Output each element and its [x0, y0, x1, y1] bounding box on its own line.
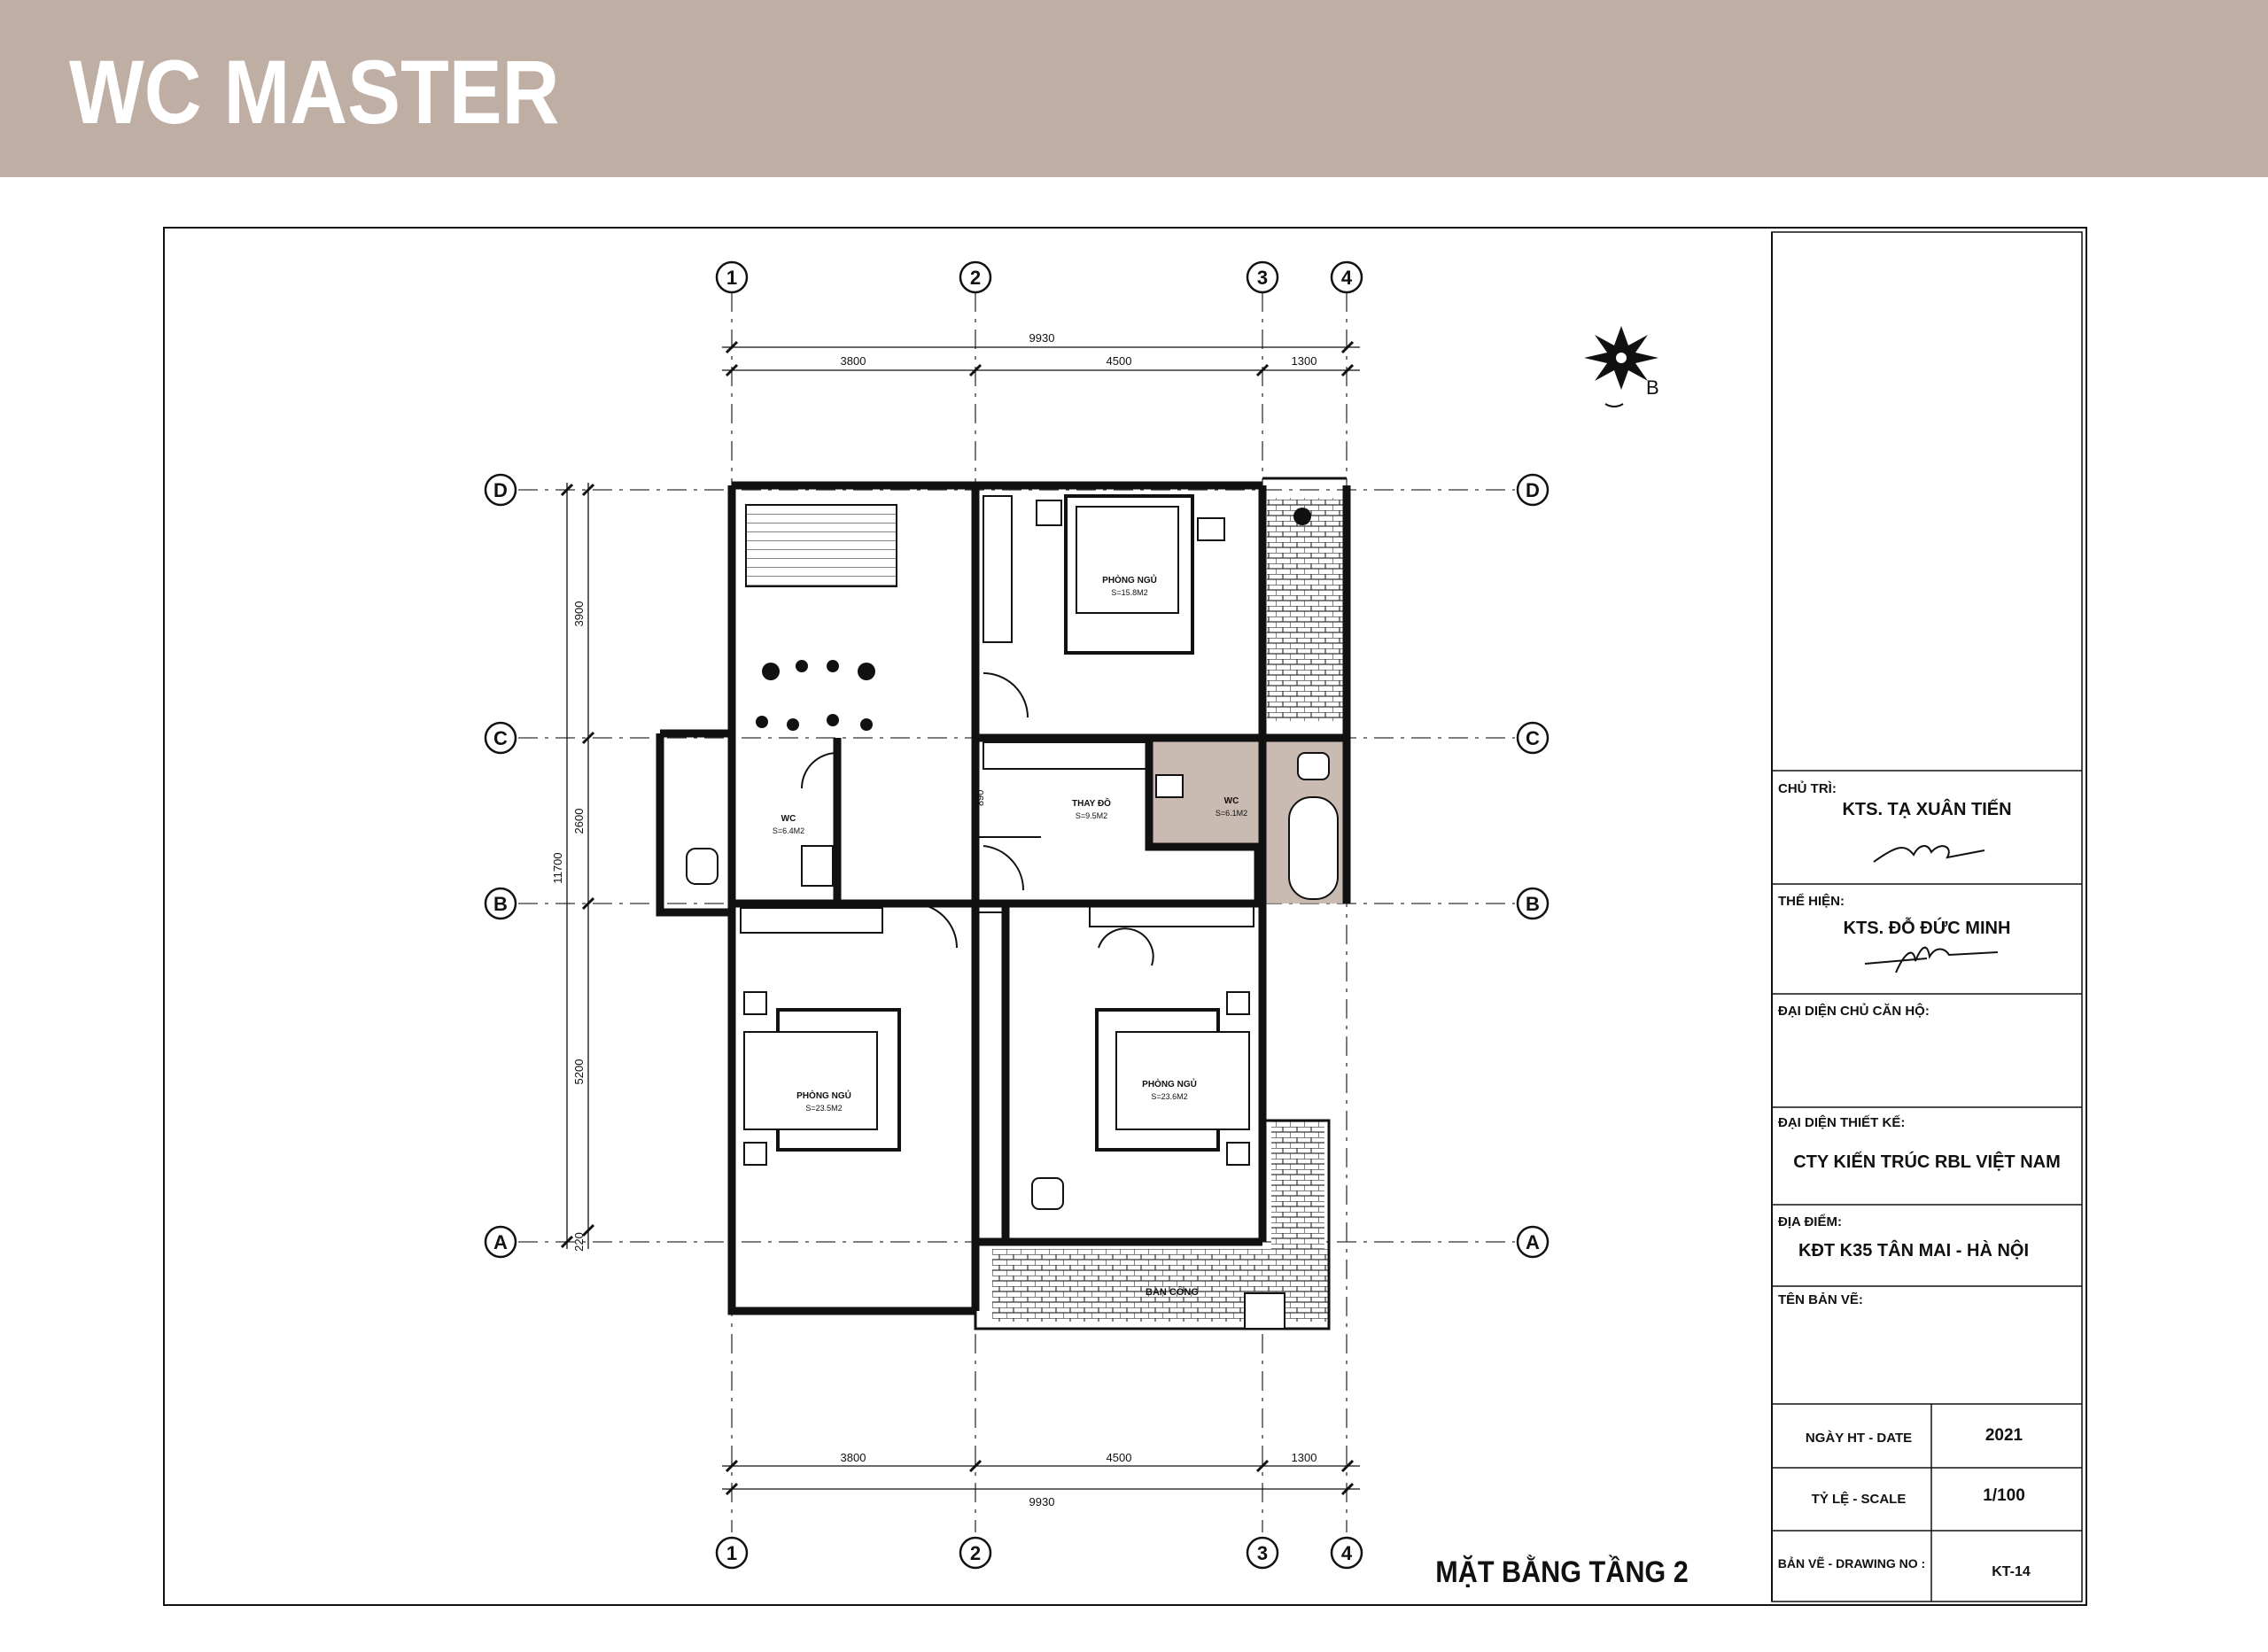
wc-master: WC S=6.1M2: [1155, 752, 1339, 900]
dim-top-3: 1300: [1292, 354, 1317, 368]
doors: [801, 672, 1154, 966]
dim-left-4: 220: [572, 1232, 586, 1252]
plant-icons: [756, 508, 1311, 731]
dim-bottom-1: 3800: [841, 1451, 866, 1464]
north-arrow-icon: B: [1584, 326, 1659, 407]
grid-bubbles: [484, 260, 1550, 1570]
toilet-icon: [1297, 752, 1330, 780]
room-area: S=23.5M2: [805, 1104, 842, 1113]
drawing-title: MẶT BẰNG TẦNG 2: [1435, 1554, 1688, 1588]
room-label: THAY ĐỒ: [1072, 797, 1111, 809]
balcony-label: BAN CÔNG: [1146, 1286, 1199, 1298]
grid-row-a-left: A: [493, 1231, 508, 1253]
room-label: WC: [1224, 796, 1239, 806]
header-bar: WC MASTER: [0, 0, 2268, 177]
wc-small: WC S=6.4M2: [686, 814, 834, 887]
room-area: S=15.8M2: [1111, 588, 1147, 597]
stairs: [746, 505, 897, 586]
grid-col-3-bottom: 3: [1257, 1542, 1268, 1564]
dim-left-3: 5200: [572, 1059, 586, 1085]
grid-row-c-left: C: [493, 727, 508, 749]
toilet-icon: [686, 848, 718, 885]
signature-2: [1864, 946, 1999, 973]
dim-bottom-2: 4500: [1107, 1451, 1132, 1464]
room-label: PHÒNG NGỦ: [1142, 1078, 1197, 1090]
grid-row-a-right: A: [1526, 1231, 1540, 1253]
room-area: S=23.6M2: [1151, 1092, 1187, 1101]
north-label: B: [1646, 376, 1659, 399]
small-dim: 890: [975, 790, 986, 806]
grid-col-1-bottom: 1: [726, 1542, 737, 1564]
dim-bottom-total: 9930: [1029, 1495, 1055, 1509]
the-hien-label: THỂ HIỆN:: [1778, 893, 1845, 909]
bedroom-2: PHÒNG NGỦ S=23.5M2: [743, 991, 901, 1166]
terrace-tiles: [1267, 498, 1347, 721]
the-hien-value: KTS. ĐỖ ĐỨC MINH: [1844, 917, 2011, 938]
sink-icon: [801, 845, 834, 887]
dia-diem-label: ĐỊA ĐIỂM:: [1778, 1214, 1842, 1229]
sheet-border: [163, 227, 2087, 1606]
signature-1: [1873, 845, 1985, 863]
dressing-room: THAY ĐỒ S=9.5M2 890: [975, 790, 1111, 838]
closets: [740, 495, 1254, 1241]
sink-icon: [1155, 774, 1184, 798]
dim-left-total: 11700: [551, 852, 564, 883]
dim-top-total: 9930: [1029, 331, 1055, 345]
ten-ban-ve-label: TÊN BẢN VẼ:: [1778, 1291, 1863, 1307]
dim-left-1: 3900: [572, 601, 586, 627]
room-label: WC: [781, 814, 796, 824]
dim-left-2: 2600: [572, 809, 586, 834]
dai-dien-tk-label: ĐẠI DIỆN THIẾT KẾ:: [1778, 1114, 1905, 1130]
dai-dien-tk-value: CTY KIẾN TRÚC RBL VIỆT NAM: [1793, 1151, 2061, 1172]
bathtub-icon: [1288, 796, 1339, 900]
grid-col-2-top: 2: [970, 267, 981, 289]
grid-row-b-left: B: [493, 893, 508, 915]
dimension-lines: [560, 340, 1360, 1496]
grid-col-3-top: 3: [1257, 267, 1268, 289]
dia-diem-value: KĐT K35 TÂN MAI - HÀ NỘI: [1798, 1239, 2029, 1260]
bedroom-3: PHÒNG NGỦ S=23.6M2: [1031, 991, 1250, 1210]
grid-col-4-bottom: 4: [1341, 1542, 1353, 1564]
room-area: S=6.4M2: [773, 826, 804, 835]
title-block-frame: [1771, 231, 2083, 1602]
room-area: S=9.5M2: [1076, 811, 1107, 820]
grid-col-1-top: 1: [726, 267, 737, 289]
room-label: PHÒNG NGỦ: [796, 1090, 851, 1101]
drawing-no-label: BẢN VẼ - DRAWING NO :: [1778, 1555, 1925, 1571]
dim-bottom-3: 1300: [1292, 1451, 1317, 1464]
room-area: S=6.1M2: [1216, 809, 1247, 818]
planter-box: [1244, 1292, 1285, 1330]
dai-dien-chu-label: ĐẠI DIỆN CHỦ CĂN HỘ:: [1778, 1003, 1930, 1019]
grid-col-2-bottom: 2: [970, 1542, 981, 1564]
grid-row-d-right: D: [1526, 479, 1540, 501]
walls: [656, 481, 1351, 1315]
grid-row-d-left: D: [493, 479, 508, 501]
page-title: WC MASTER: [69, 42, 560, 143]
date-value: 2021: [1985, 1426, 2023, 1445]
scale-label: TỶ LỆ - SCALE: [1812, 1491, 1907, 1507]
grid-col-4-top: 4: [1341, 267, 1353, 289]
chu-tri-value: KTS. TẠ XUÂN TIẾN: [1842, 798, 2011, 819]
grid-row-c-right: C: [1526, 727, 1540, 749]
dim-top-2: 4500: [1107, 354, 1132, 368]
chu-tri-label: CHỦ TRÌ:: [1778, 780, 1837, 796]
bedroom-1: PHÒNG NGỦ S=15.8M2: [1036, 494, 1225, 655]
drawing-no-value: KT-14: [1992, 1564, 2031, 1579]
grid-row-b-right: B: [1526, 893, 1540, 915]
date-label: NGÀY HT - DATE: [1806, 1431, 1912, 1446]
room-label: PHÒNG NGỦ: [1102, 574, 1157, 586]
scale-value: 1/100: [1983, 1486, 2025, 1505]
side-terrace-tiles: [1271, 1121, 1324, 1253]
title-block: [1772, 770, 2082, 1602]
dim-top-1: 3800: [841, 354, 866, 368]
